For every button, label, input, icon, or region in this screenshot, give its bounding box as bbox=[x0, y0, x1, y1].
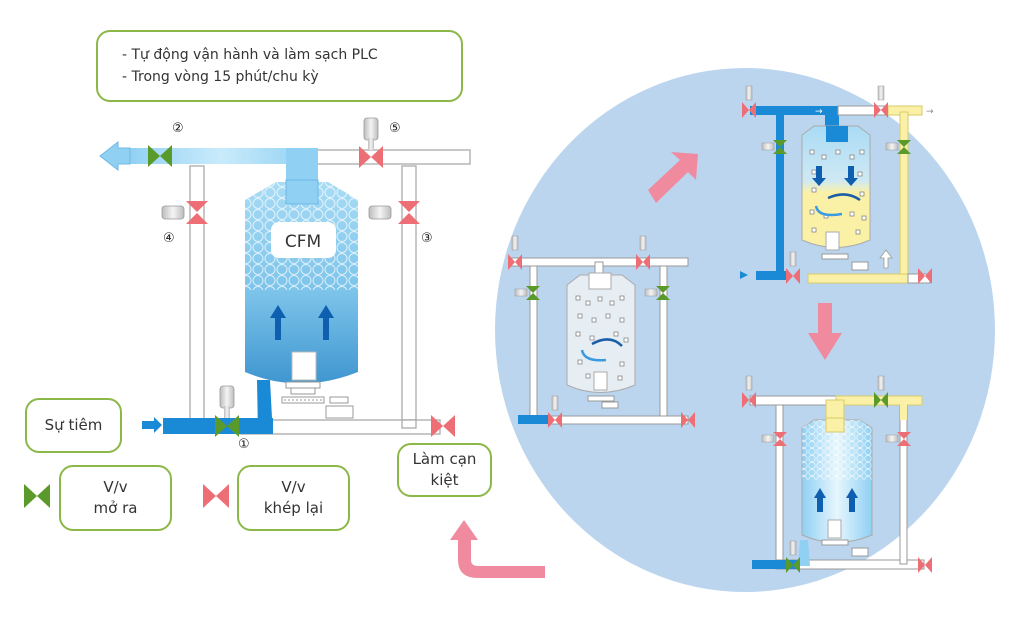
swirl-arrow-icon bbox=[827, 193, 861, 202]
media-particles bbox=[575, 295, 629, 381]
valve-number-2: ② bbox=[172, 121, 184, 136]
valve-number-4: ④ bbox=[163, 231, 175, 246]
valve-number-1: ① bbox=[238, 437, 250, 452]
stage-b-valves bbox=[742, 85, 932, 284]
outlet-arrow-icon bbox=[99, 140, 131, 172]
flow-up-arrow-icon bbox=[879, 249, 893, 269]
flow-up-arrow-icon bbox=[846, 488, 858, 512]
drain-label-line-2: kiệt bbox=[430, 471, 459, 489]
inlet-arrow-icon bbox=[740, 271, 748, 279]
valve-3-closed[interactable] bbox=[368, 201, 420, 224]
valve-1-open[interactable] bbox=[215, 385, 239, 437]
injection-label: Sự tiêm bbox=[44, 416, 103, 434]
flow-up-arrow-icon bbox=[270, 305, 286, 340]
legend-closed-valve-icon bbox=[203, 484, 229, 508]
legend-closed-box: V/v khép lại bbox=[237, 465, 350, 531]
flow-down-arrow-icon bbox=[844, 166, 858, 186]
flow-right-arrow-icon: → bbox=[815, 107, 823, 117]
legend-open-line-2: mở ra bbox=[93, 499, 138, 517]
swirl-arrow-icon bbox=[591, 338, 623, 347]
drain-label-line-1: Làm cạn bbox=[412, 450, 477, 468]
valve-4-closed[interactable] bbox=[161, 201, 208, 224]
cfm-label-box bbox=[271, 222, 336, 258]
legend-open-box: V/v mở ra bbox=[59, 465, 172, 531]
inlet-arrow-icon bbox=[142, 417, 162, 433]
info-line-1: - Tự động vận hành và làm sạch PLC bbox=[122, 47, 378, 63]
stage-filtration bbox=[742, 375, 932, 573]
inlet-pipe bbox=[142, 380, 273, 434]
info-note: - Tự động vận hành và làm sạch PLC - Tro… bbox=[96, 30, 463, 102]
valve-number-3: ③ bbox=[421, 231, 433, 246]
cycle-arrow-down-icon bbox=[808, 303, 842, 360]
cycle-arrows bbox=[450, 152, 842, 578]
outlet-pipe bbox=[99, 140, 318, 182]
flow-up-arrow-icon bbox=[318, 305, 334, 340]
flow-right-arrow-icon: → bbox=[926, 107, 934, 117]
cfm-vessel: CFM bbox=[245, 179, 358, 419]
flow-up-arrow-icon bbox=[814, 488, 826, 512]
cfm-label: CFM bbox=[285, 232, 321, 252]
media-particles bbox=[809, 149, 867, 235]
drain-label-box: Làm cạn kiệt bbox=[397, 443, 492, 497]
valve-5-closed[interactable] bbox=[359, 117, 383, 168]
stage-a-valves bbox=[508, 235, 695, 428]
legend-open-valve-icon bbox=[24, 484, 50, 508]
valve-2-open[interactable] bbox=[148, 145, 172, 167]
stage-backwash: → → bbox=[740, 85, 934, 284]
cycle-arrow-return-icon bbox=[450, 520, 545, 578]
flow-down-arrow-icon bbox=[812, 166, 826, 186]
drain-valve-closed[interactable] bbox=[431, 415, 455, 437]
cycle-arrow-up-right-icon bbox=[648, 152, 698, 203]
injection-label-box: Sự tiêm bbox=[25, 398, 122, 453]
legend-closed-line-2: khép lại bbox=[263, 499, 324, 517]
stage-c-valves bbox=[742, 375, 932, 573]
legend-closed-line-1: V/v bbox=[281, 478, 306, 496]
swirl-arrow-icon bbox=[814, 205, 843, 217]
valve-number-5: ⑤ bbox=[389, 121, 401, 136]
swirl-arrow-icon bbox=[580, 349, 607, 362]
legend-open-line-1: V/v bbox=[103, 478, 128, 496]
stage-agitation bbox=[508, 235, 695, 428]
info-line-2: - Trong vòng 15 phút/chu kỳ bbox=[122, 69, 319, 85]
main-process-diagram: CFM bbox=[99, 117, 471, 437]
